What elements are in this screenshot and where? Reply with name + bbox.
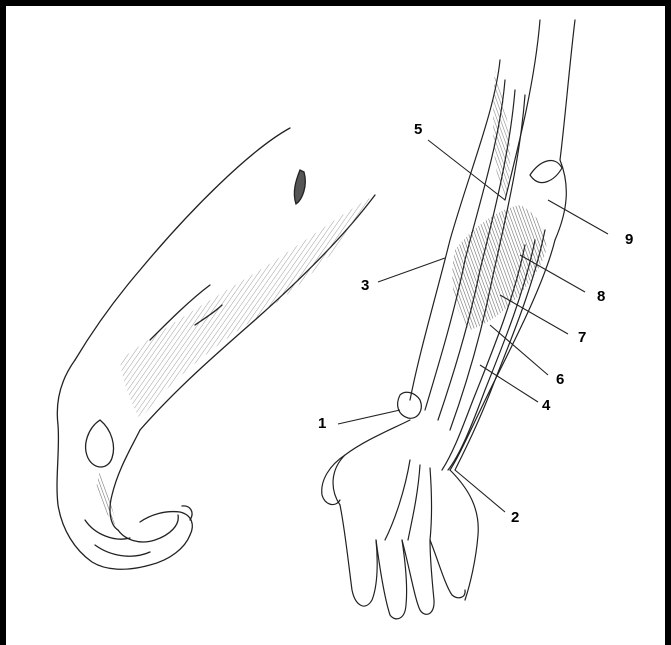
leader-line-9 <box>548 200 608 234</box>
label-9: 9 <box>625 232 633 247</box>
upper-arm-muscle-shading <box>493 70 510 200</box>
forearm-muscle-shading <box>452 205 546 330</box>
right-arm-anatomy <box>322 20 575 619</box>
leader-line-3 <box>378 258 445 282</box>
label-5: 5 <box>414 122 422 137</box>
label-8: 8 <box>597 289 605 304</box>
label-3: 3 <box>361 278 369 293</box>
label-7: 7 <box>578 330 586 345</box>
label-1: 1 <box>318 416 326 431</box>
label-6: 6 <box>556 372 564 387</box>
leader-line-2 <box>455 470 505 512</box>
label-2: 2 <box>511 510 519 525</box>
left-hand-shading <box>96 470 118 528</box>
leader-line-1 <box>338 410 400 424</box>
leader-line-7 <box>500 295 568 334</box>
label-4: 4 <box>542 398 550 413</box>
left-arm-shading <box>120 198 370 420</box>
